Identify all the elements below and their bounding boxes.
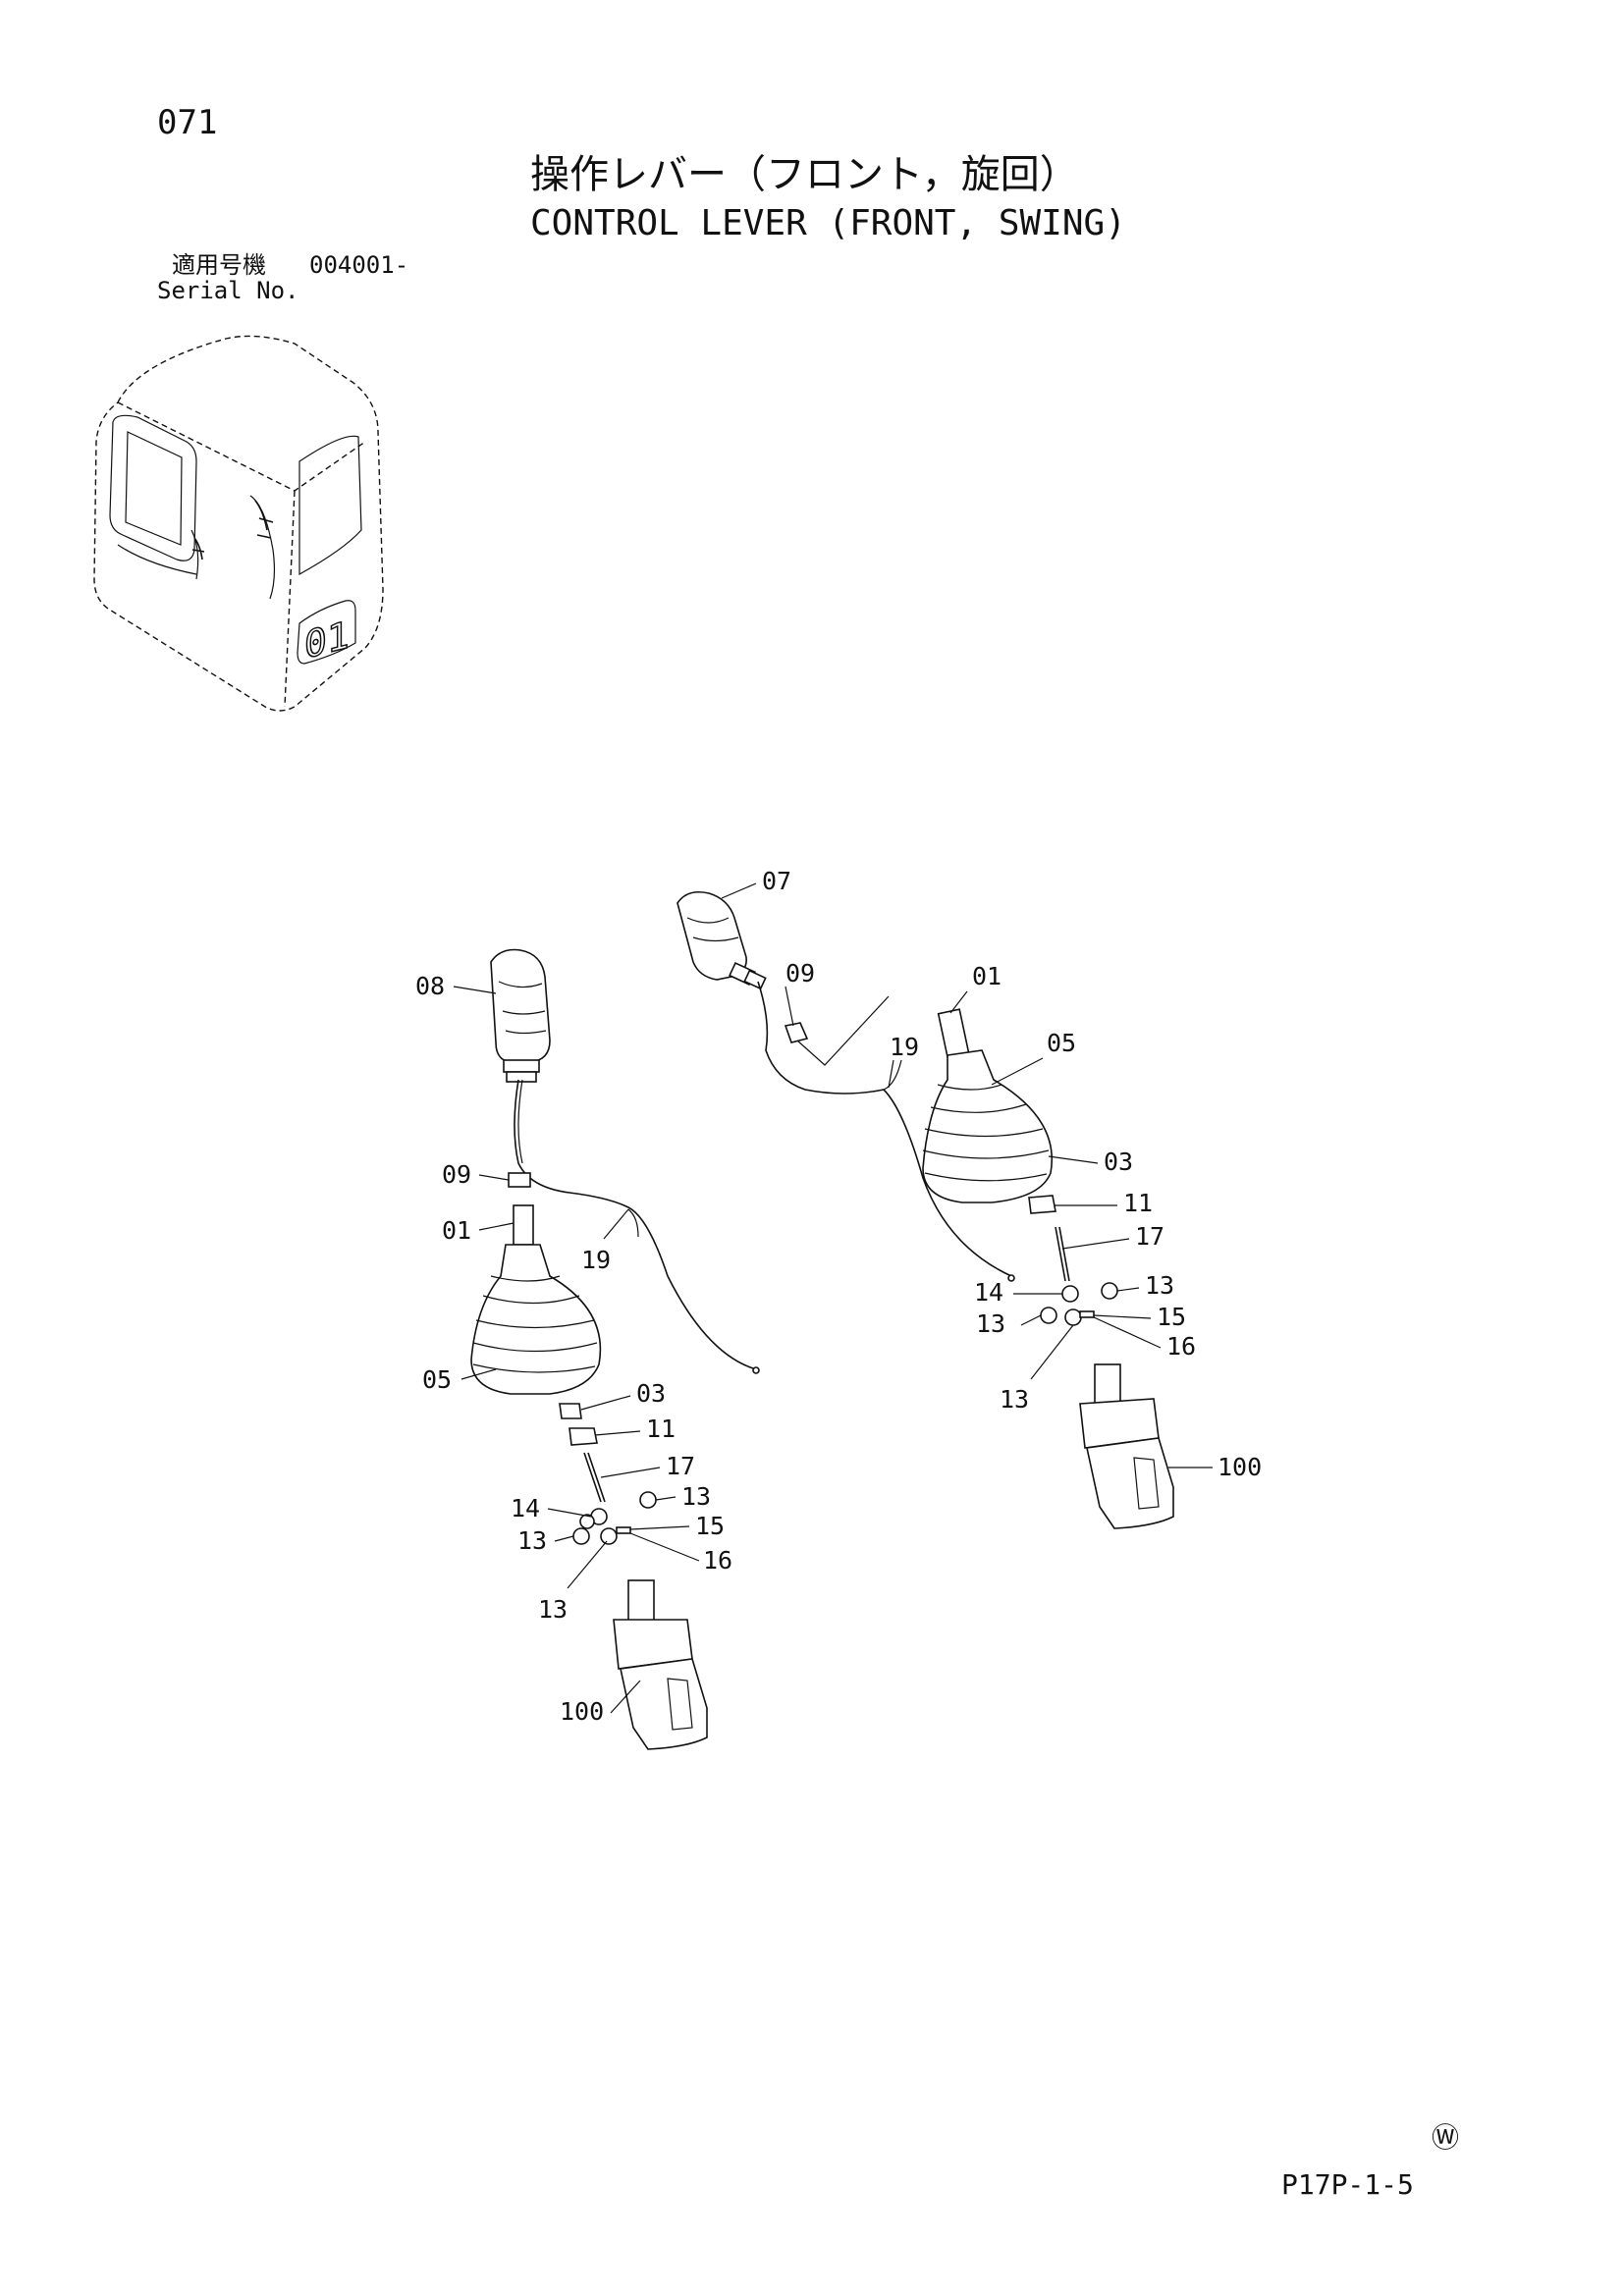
right-lever-assembly	[677, 890, 1174, 1529]
part-label: 01	[972, 962, 1001, 990]
serial-range: 004001-	[309, 251, 409, 279]
part-label: 03	[636, 1379, 666, 1408]
part-label: 100	[560, 1697, 604, 1726]
part-label: 05	[422, 1365, 452, 1394]
footer-reference: P17P-1-5	[1281, 2168, 1414, 2201]
left-part-labels: 08 09 01 19 05 03 11 17 14 13 13 15 13 1…	[415, 972, 732, 1726]
part-label: 07	[762, 867, 791, 895]
part-label: 13	[976, 1309, 1005, 1338]
cab-marking: 01	[304, 614, 350, 668]
part-label: 09	[785, 959, 815, 988]
part-label: 13	[1145, 1271, 1174, 1300]
serial-label-japanese: 適用号機	[172, 251, 266, 279]
part-label: 16	[703, 1546, 732, 1575]
footer-mark: Ⓦ	[1432, 2121, 1460, 2154]
title-japanese: 操作レバー（フロント，旋回）	[530, 152, 1079, 197]
serial-label-english: Serial No.	[157, 277, 299, 304]
part-label: 13	[517, 1526, 547, 1555]
part-label: 03	[1104, 1148, 1133, 1176]
part-label: 13	[538, 1595, 568, 1624]
right-part-labels: 07 09 01 19 05 03 11 17 14 13 13 15 16 1…	[762, 867, 1262, 1481]
part-label: 15	[1157, 1303, 1186, 1331]
title-english: CONTROL LEVER (FRONT, SWING)	[530, 203, 1126, 243]
page-number: 071	[157, 103, 218, 142]
part-label: 19	[581, 1246, 611, 1274]
part-label: 14	[974, 1278, 1003, 1307]
leader-lines	[453, 882, 1213, 1714]
part-label: 01	[442, 1216, 471, 1245]
part-label: 11	[646, 1415, 676, 1443]
part-label: 05	[1047, 1029, 1076, 1057]
part-label: 16	[1166, 1332, 1196, 1361]
part-label: 08	[415, 972, 445, 1000]
part-label: 11	[1123, 1189, 1153, 1217]
part-label: 09	[442, 1160, 471, 1189]
part-label: 13	[681, 1482, 711, 1511]
cab-locator-illustration: 01	[93, 335, 384, 712]
part-label: 19	[890, 1033, 919, 1061]
part-label: 17	[666, 1452, 695, 1480]
part-label: 14	[511, 1494, 540, 1522]
part-label: 100	[1218, 1453, 1262, 1481]
part-label: 13	[1000, 1385, 1029, 1414]
part-label: 17	[1135, 1222, 1164, 1251]
left-lever-assembly	[470, 948, 760, 1750]
part-label: 15	[695, 1512, 725, 1540]
